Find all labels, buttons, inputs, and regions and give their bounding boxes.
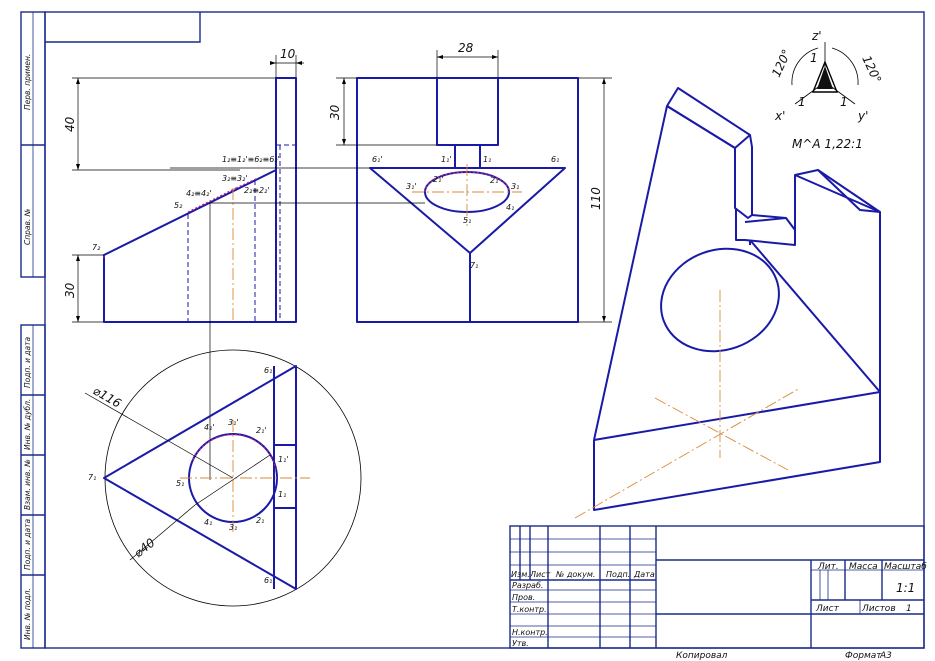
- left-side-strips: Перв. примен. Справ. № Подп. и дата Инв.…: [20, 11, 46, 649]
- svg-text:№ докум.: № докум.: [555, 570, 595, 579]
- svg-text:Дата: Дата: [633, 570, 655, 579]
- side-label-6: Инв. № подл.: [23, 588, 32, 640]
- svg-text:Н.контр.: Н.контр.: [512, 628, 548, 637]
- svg-text:2₁: 2₁: [256, 516, 264, 525]
- svg-text:Лист: Лист: [815, 604, 840, 614]
- svg-text:3₁': 3₁': [228, 418, 239, 427]
- svg-text:1₁: 1₁: [278, 490, 286, 499]
- svg-text:3₁': 3₁': [406, 182, 417, 191]
- svg-text:6₁': 6₁': [264, 366, 275, 375]
- axis-z: z': [811, 29, 822, 43]
- svg-text:3₂≡3₂': 3₂≡3₂': [222, 174, 248, 183]
- isometric-view: [574, 87, 881, 519]
- copied-label: Копировал: [676, 651, 728, 661]
- svg-text:6₁: 6₁: [551, 155, 559, 164]
- svg-text:Подп.: Подп.: [606, 570, 630, 579]
- svg-text:1₁: 1₁: [483, 155, 491, 164]
- dim-28: 28: [458, 41, 474, 55]
- svg-text:4₁: 4₁: [204, 518, 212, 527]
- svg-text:1₁': 1₁': [441, 155, 452, 164]
- svg-text:5₁: 5₁: [176, 479, 184, 488]
- svg-text:6₁': 6₁': [372, 155, 383, 164]
- side-label-4: Взам. инв. №: [23, 459, 32, 510]
- svg-text:1: 1: [840, 95, 848, 109]
- dim-30: 30: [63, 282, 77, 298]
- svg-text:Лит.: Лит.: [817, 562, 839, 572]
- svg-text:3₁: 3₁: [511, 182, 519, 191]
- axis-x: x': [774, 109, 785, 123]
- svg-text:7₁: 7₁: [470, 261, 478, 270]
- left-view: [103, 77, 297, 323]
- svg-text:1: 1: [798, 95, 806, 109]
- front-view-dimensions: 28 30 110: [328, 41, 612, 323]
- side-label-2: Подп. и дата: [23, 337, 32, 388]
- svg-text:Лист: Лист: [529, 570, 551, 579]
- front-view-point-labels: 6₁' 1₁' 1₁ 6₁ 2₁' 2₁ 3₁' 3₁ 4₁ 5₁ 7₁: [372, 155, 559, 270]
- svg-text:7₁: 7₁: [88, 473, 96, 482]
- angle-left: 120°: [769, 47, 794, 79]
- left-view-point-labels: 1₂≡1₂'≡6₂≡6₂' 3₂≡3₂' 4₂≡4₂' 2₂≡2₂' 5₂ 7₂: [92, 155, 280, 252]
- svg-text:7₂: 7₂: [92, 243, 101, 252]
- format-label: Формат: [845, 651, 882, 661]
- dim-dia-116: ⌀116: [91, 383, 124, 410]
- format-value: А3: [879, 651, 892, 661]
- svg-text:2₂≡2₂': 2₂≡2₂': [244, 186, 270, 195]
- title-block: Изм. Лист № докум. Подп. Дата Разраб. Пр…: [509, 525, 927, 649]
- dim-30-front: 30: [328, 104, 342, 120]
- svg-text:4₂≡4₂': 4₂≡4₂': [186, 189, 212, 198]
- svg-text:1₂≡1₂'≡6₂≡6₂': 1₂≡1₂'≡6₂≡6₂': [222, 155, 280, 164]
- svg-text:5₂: 5₂: [174, 201, 183, 210]
- svg-text:3₁: 3₁: [229, 523, 237, 532]
- dim-dia-40: ⌀40: [131, 535, 158, 560]
- scale-value: 1:1: [896, 581, 915, 595]
- svg-text:2₁': 2₁': [433, 175, 444, 184]
- svg-text:Изм.: Изм.: [511, 570, 530, 579]
- dim-110: 110: [589, 187, 603, 210]
- svg-text:2₁': 2₁': [256, 426, 267, 435]
- sheet-frame: [44, 11, 925, 649]
- svg-text:5₁: 5₁: [463, 216, 471, 225]
- svg-text:Масса: Масса: [849, 562, 878, 572]
- svg-text:1: 1: [906, 604, 912, 614]
- dim-10: 10: [280, 47, 296, 61]
- side-label-3: Инв. № дубл.: [23, 399, 32, 450]
- svg-text:Утв.: Утв.: [512, 639, 529, 648]
- svg-text:Пров.: Пров.: [512, 593, 535, 602]
- svg-text:1₁': 1₁': [278, 455, 289, 464]
- top-left-box: [45, 12, 201, 43]
- front-view: [356, 77, 579, 323]
- side-label-0: Перв. примен.: [23, 54, 32, 110]
- svg-text:Масштаб: Масштаб: [884, 562, 927, 572]
- angle-right: 120°: [859, 53, 884, 85]
- axonometric-axes-icon: z' x' y' 120° 120° 1 1 1 M^A 1,22:1: [769, 29, 884, 151]
- svg-text:Листов: Листов: [861, 604, 896, 614]
- svg-text:4₁: 4₁: [506, 203, 514, 212]
- side-label-5: Подп. и дата: [23, 519, 32, 570]
- svg-text:1: 1: [810, 51, 818, 65]
- svg-text:6₁: 6₁: [264, 576, 272, 585]
- svg-text:4₁': 4₁': [204, 423, 215, 432]
- axonometric-scale: M^A 1,22:1: [792, 137, 863, 151]
- top-view-point-labels: 6₁' 4₁' 3₁' 2₁' 1₁' 7₁ 5₁ 1₁ 4₁ 3₁ 2₁ 6₁: [88, 366, 289, 585]
- projection-lines: [170, 167, 425, 480]
- dim-40: 40: [63, 116, 77, 132]
- top-view: [84, 349, 362, 607]
- svg-text:Разраб.: Разраб.: [512, 581, 543, 590]
- svg-text:2₁: 2₁: [490, 176, 498, 185]
- left-view-dimensions: 10 40 30: [63, 47, 304, 323]
- svg-text:Т.контр.: Т.контр.: [512, 605, 547, 614]
- axis-y: y': [857, 109, 868, 123]
- side-label-1: Справ. №: [23, 208, 32, 245]
